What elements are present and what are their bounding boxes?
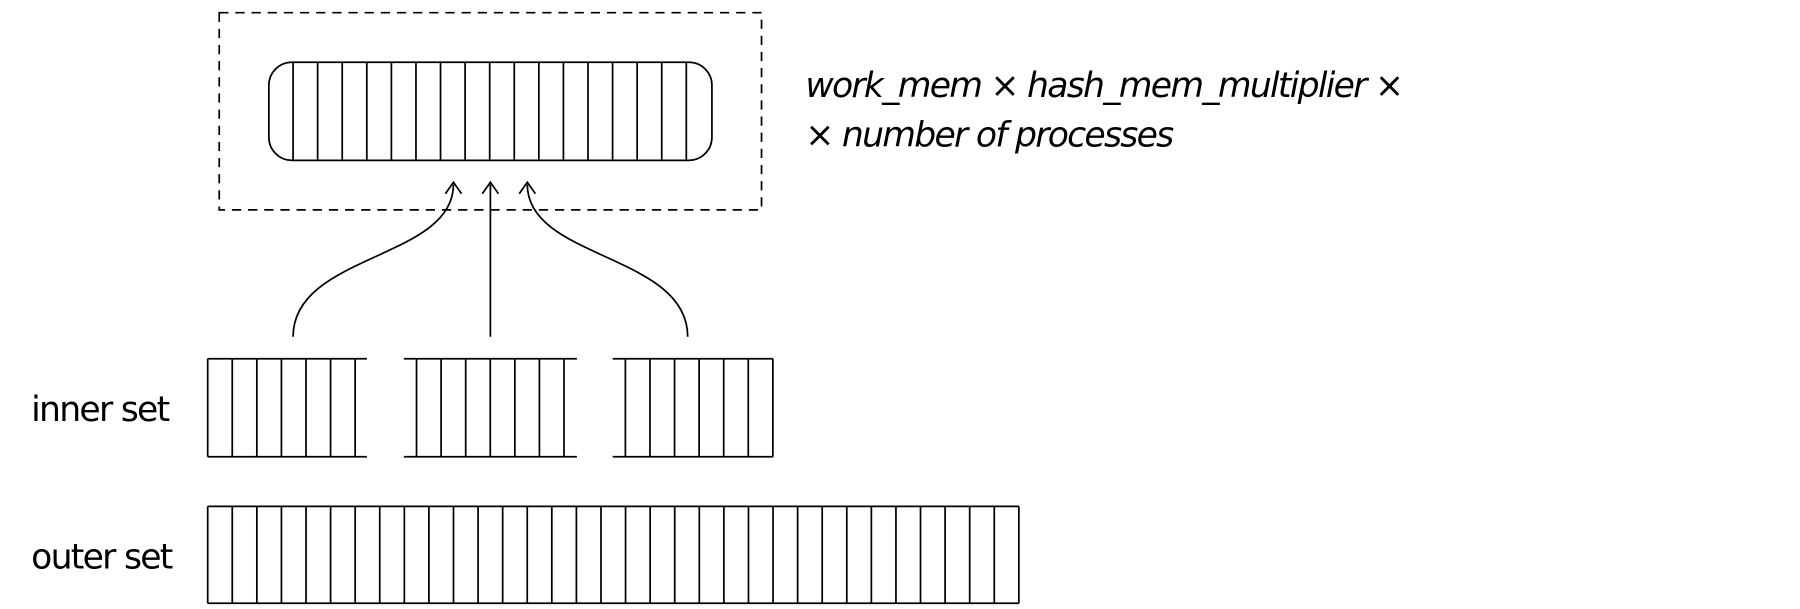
hash-table-cells (292, 62, 688, 161)
formula-line-1: work_mem × hash_mem_multiplier × (805, 66, 1402, 106)
arrowhead-left (444, 180, 463, 195)
arrow-right (526, 184, 689, 337)
arrows (292, 180, 689, 337)
arrowhead-center (481, 180, 500, 195)
outer-set (206, 505, 1020, 605)
formula-line-2: × number of processes (805, 115, 1174, 155)
inner-set (206, 357, 774, 458)
outer-set-label: outer set (31, 538, 173, 578)
inner-set-batch (403, 357, 577, 458)
inner-set-label: inner set (31, 390, 169, 430)
inner-set-batch (206, 357, 367, 458)
arrowhead-right (518, 180, 537, 195)
arrow-left (292, 184, 455, 337)
inner-set-batch (612, 357, 774, 458)
